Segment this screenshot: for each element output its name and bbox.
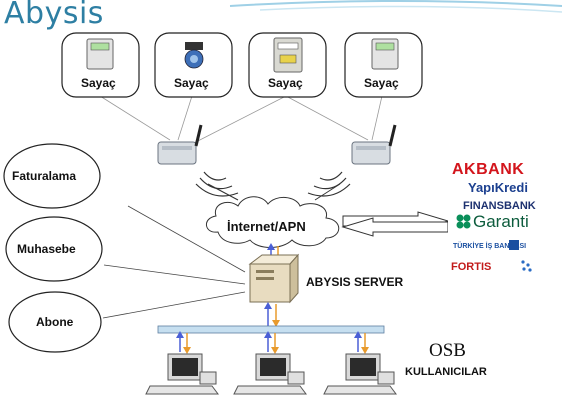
fortis-logo-icon [521,260,532,272]
bank-arrows [341,211,450,237]
service-circle-faturalama [3,143,101,209]
meter-links [99,95,383,146]
users-label: KULLANICILAR [405,366,487,378]
garanti-clover-icon [456,214,471,229]
meter-label-1: Sayaç [81,76,116,90]
meter-label-3: Sayaç [268,76,303,90]
server-icon [248,253,300,304]
bank-garanti: Garanti [473,212,529,231]
meter-box-3 [248,32,327,98]
bank-isbank: TÜRKİYE İŞ BANKASI [453,243,527,250]
meter-box-2 [154,32,233,98]
service-circle-muhasebe [5,216,103,282]
internet-label: İnternet/APN [227,219,306,234]
computer-2 [233,331,307,395]
service-label-abone: Abone [36,315,74,329]
meter-label-4: Sayaç [364,76,399,90]
osb-label: OSB [429,340,466,361]
service-label-muhasebe: Muhasebe [17,242,76,256]
network-bus [157,325,385,334]
bank-akbank: AKBANK [452,161,525,178]
meter-box-4 [344,32,423,98]
modem-left [157,124,239,197]
server-bus-arrows [264,302,280,327]
isbank-logo-icon [509,240,519,250]
meter-box-1 [61,32,140,98]
service-label-faturalama: Faturalama [12,169,77,183]
meter-label-2: Sayaç [174,76,209,90]
bank-finansbank: FINANSBANK [463,200,536,212]
computer-3 [323,331,397,395]
service-links [102,205,246,319]
server-label: ABYSIS SERVER [306,275,404,289]
bank-fortis: FORTIS [451,261,492,273]
page-title: Abysis [4,0,104,31]
computer-1 [145,331,219,395]
modem-right [307,124,397,197]
bank-yapikredi: YapıKredi [468,180,528,195]
service-circle-abone [8,291,102,353]
header-swoosh [229,0,562,13]
